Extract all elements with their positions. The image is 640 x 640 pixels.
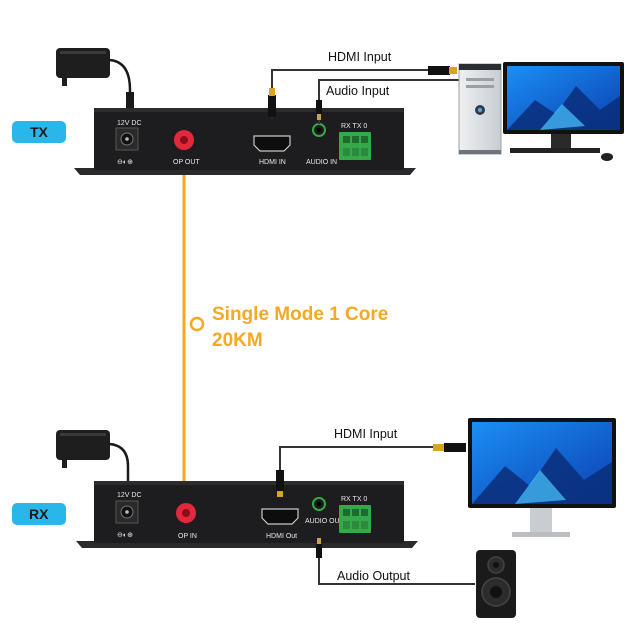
tx-badge: TX: [12, 121, 66, 143]
rx-hdmi-cable-label: HDMI Input: [334, 427, 398, 441]
tx-power-port: 12V DC ⊖◐⊕: [115, 120, 142, 166]
rx-polarity-icon: ⊖◐⊕: [117, 532, 133, 539]
tx-hdmi-cable-label: HDMI Input: [328, 50, 392, 64]
rx-audio-cable: Audio Output: [316, 538, 475, 585]
tx-optical-port: OP OUT: [173, 130, 200, 166]
rx-rs232-label: RX TX 0: [341, 496, 367, 503]
tx-audio-cable-label: Audio Input: [326, 84, 390, 98]
power-adapter-icon: [56, 430, 130, 482]
tx-polarity-icon: ⊖◐⊕: [117, 159, 133, 166]
rx-audio-port: AUDIO OUT: [305, 497, 345, 525]
rx-power-label: 12V DC: [117, 492, 142, 499]
rx-hdmi-port: HDMI Out: [261, 508, 299, 540]
rx-section: 12V DC ⊖◐⊕ OP IN HDMI Out AUDIO OUT: [12, 418, 616, 618]
fiber-marker: [189, 316, 205, 332]
fiber-label-line1: Single Mode 1 Core: [212, 304, 388, 325]
tx-audio-label: AUDIO IN: [306, 159, 337, 166]
rx-badge-label: RX: [29, 506, 49, 522]
tx-hdmi-cable: HDMI Input: [268, 50, 457, 118]
tx-rs232-label: RX TX 0: [341, 123, 367, 130]
power-adapter-icon: [56, 48, 134, 110]
tx-audio-cable: Audio Input: [316, 79, 460, 124]
tx-hdmi-port: HDMI IN: [253, 135, 291, 166]
tx-hdmi-label: HDMI IN: [259, 159, 286, 166]
tx-power-label: 12V DC: [117, 120, 142, 127]
desktop-pc-icon: [458, 63, 502, 155]
fiber-label-line2: 20KM: [212, 330, 263, 351]
fiber-link: Single Mode 1 Core 20KM: [182, 150, 388, 500]
rx-device: 12V DC ⊖◐⊕ OP IN HDMI Out AUDIO OUT: [76, 481, 418, 548]
tx-section: 12V DC ⊖◐⊕ OP OUT HDMI IN AUDIO IN: [12, 48, 624, 175]
rx-badge: RX: [12, 503, 66, 525]
tx-device: 12V DC ⊖◐⊕ OP OUT HDMI IN AUDIO IN: [74, 108, 416, 175]
rx-optical-label: OP IN: [178, 533, 197, 540]
rx-rs232-terminal: RX TX 0: [339, 496, 371, 533]
speaker-icon: [476, 550, 516, 618]
rx-audio-label: AUDIO OUT: [305, 518, 345, 525]
rx-power-port: 12V DC ⊖◐⊕: [115, 492, 142, 539]
rx-audio-cable-label: Audio Output: [337, 569, 410, 583]
tx-badge-label: TX: [30, 124, 49, 140]
rx-hdmi-label: HDMI Out: [266, 533, 297, 540]
rx-hdmi-cable: HDMI Input: [276, 427, 466, 497]
monitor-icon: [468, 418, 616, 537]
tx-optical-label: OP OUT: [173, 159, 200, 166]
monitor-icon: [503, 62, 624, 161]
tx-rs232-terminal: RX TX 0: [339, 123, 371, 160]
rx-optical-port: OP IN: [176, 503, 197, 540]
